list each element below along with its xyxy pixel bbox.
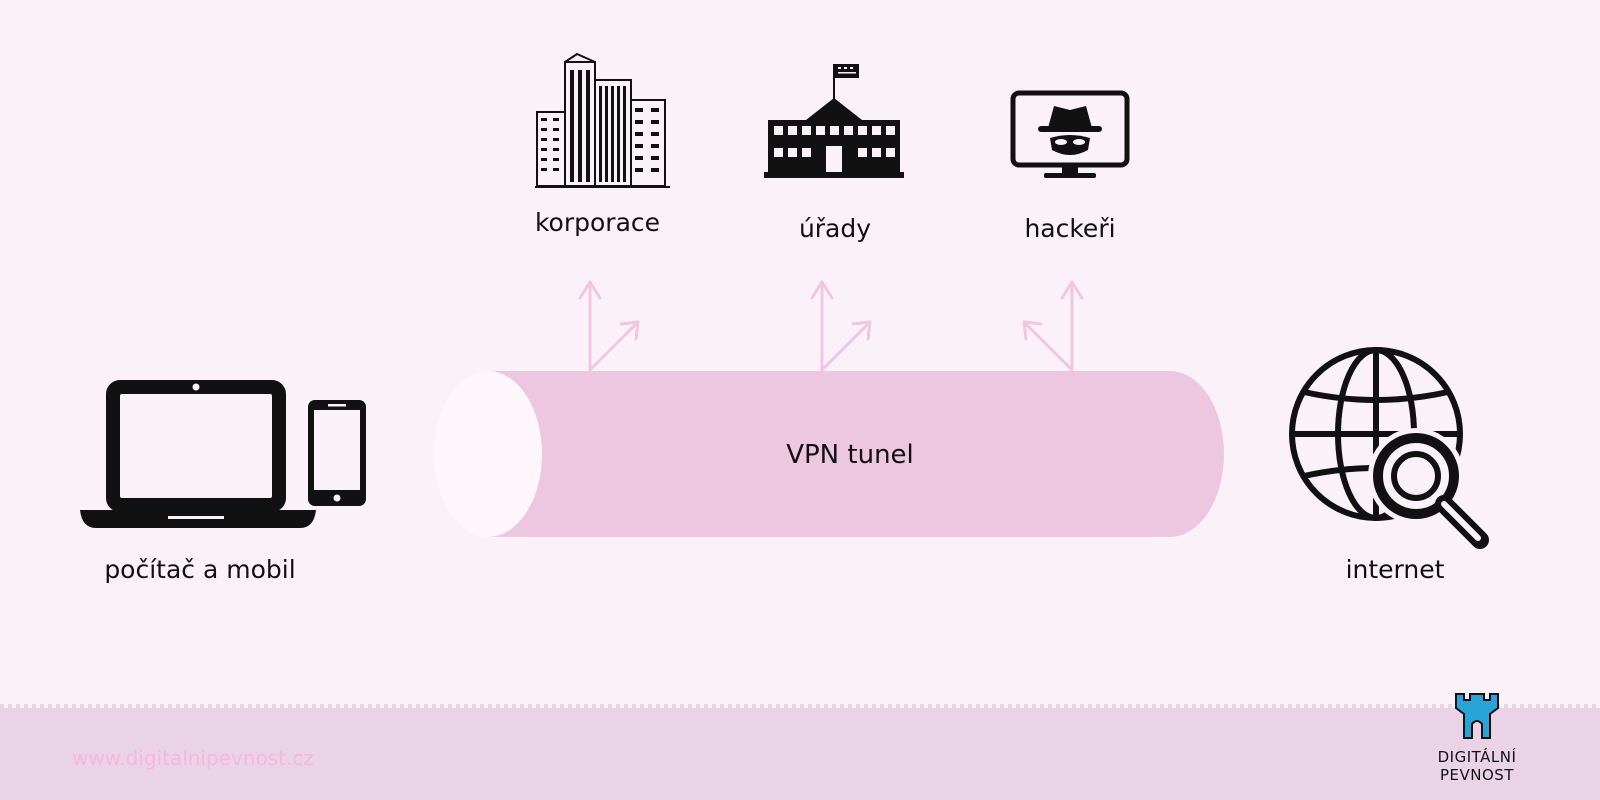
- government-building-icon: [764, 60, 904, 180]
- internet-label: internet: [1345, 555, 1445, 584]
- globe-search-icon: [1288, 346, 1498, 556]
- laptop-and-phone-icon: [78, 378, 370, 530]
- vpn-tunnel-shape: [434, 371, 1224, 537]
- footer-band: [0, 712, 1600, 800]
- arrow-to-authorities: [810, 280, 872, 372]
- castle-tower-icon: [1454, 692, 1500, 740]
- devices-label: počítač a mobil: [104, 555, 296, 584]
- website-link[interactable]: www.digitalnipevnost.cz: [72, 746, 314, 770]
- arrow-to-hackers: [1022, 280, 1084, 372]
- brand-line-1: DIGITÁLNÍ: [1437, 748, 1517, 766]
- hackers-label: hackeři: [1024, 214, 1116, 243]
- brand-line-2: PEVNOST: [1440, 766, 1514, 784]
- footer-crenellation: [0, 704, 1600, 716]
- corporations-label: korporace: [534, 208, 661, 237]
- vpn-tunnel-label: VPN tunel: [786, 440, 914, 470]
- tunnel-diagram: [434, 280, 1224, 537]
- arrow-to-corporations: [578, 280, 640, 372]
- brand-name: DIGITÁLNÍ PEVNOST: [1422, 748, 1532, 784]
- hacker-monitor-icon: [1010, 90, 1130, 182]
- office-buildings-icon: [535, 52, 670, 190]
- authorities-label: úřady: [798, 214, 872, 243]
